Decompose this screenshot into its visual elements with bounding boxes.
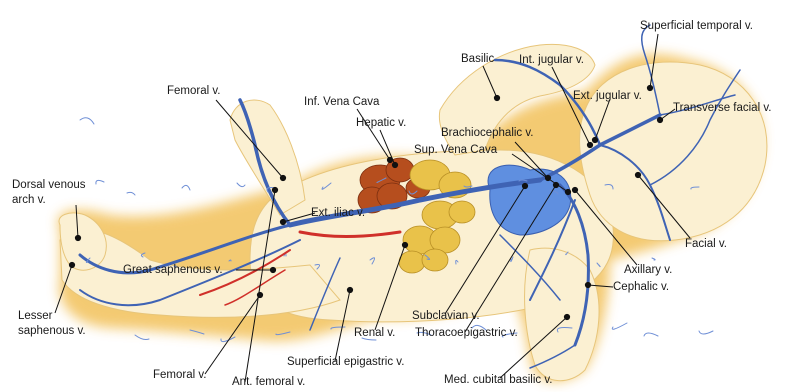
leader-dot bbox=[592, 137, 597, 142]
leader-dot bbox=[392, 162, 397, 167]
venule bbox=[612, 323, 627, 329]
venule bbox=[182, 185, 190, 190]
label-dorsal-venous-arch-1: Dorsal venous bbox=[12, 179, 86, 192]
leader-dot bbox=[585, 282, 590, 287]
leader-dot bbox=[272, 187, 277, 192]
venule bbox=[237, 183, 245, 187]
label-sup-vena-cava: Sup. Vena Cava bbox=[414, 144, 497, 157]
venule bbox=[135, 335, 149, 340]
venule bbox=[699, 331, 713, 334]
leader-dot bbox=[270, 267, 275, 272]
label-renal-v: Renal v. bbox=[354, 327, 395, 340]
leader-dot bbox=[75, 235, 80, 240]
label-brachiocephalic-v: Brachiocephalic v. bbox=[441, 127, 533, 140]
label-ext-jugular-v: Ext. jugular v. bbox=[573, 90, 642, 103]
leader-dot bbox=[69, 262, 74, 267]
leader-dot bbox=[657, 117, 662, 122]
label-femoral-v-top: Femoral v. bbox=[167, 85, 220, 98]
intestine-loop bbox=[449, 201, 475, 223]
venule bbox=[96, 180, 104, 184]
label-superficial-epigastric-v: Superficial epigastric v. bbox=[287, 356, 404, 369]
label-hepatic-v: Hepatic v. bbox=[356, 117, 406, 130]
leader-dot bbox=[565, 189, 570, 194]
venule bbox=[652, 258, 655, 260]
label-superficial-temporal-v: Superficial temporal v. bbox=[640, 20, 753, 33]
label-subclavian-v: Subclavian v. bbox=[412, 310, 480, 323]
label-int-jugular-v: Int. jugular v. bbox=[519, 54, 584, 67]
leader-dot bbox=[635, 172, 640, 177]
leader-dot bbox=[564, 314, 569, 319]
leader-dot bbox=[280, 219, 285, 224]
leader-dot bbox=[494, 95, 499, 100]
leader-dot bbox=[280, 175, 285, 180]
intestine-loop bbox=[399, 251, 425, 273]
label-lesser-saphenous-1: Lesser bbox=[18, 310, 53, 323]
label-ant-femoral-v: Ant. femoral v. bbox=[232, 376, 305, 389]
label-femoral-v-bottom: Femoral v. bbox=[153, 369, 206, 382]
label-thoracoepigastric-v: Thoracoepigastric v. bbox=[415, 327, 518, 340]
label-transverse-facial-v: Transverse facial v. bbox=[673, 102, 771, 115]
label-basilic: Basilic bbox=[461, 53, 494, 66]
venule bbox=[127, 192, 135, 195]
label-cephalic-v: Cephalic v. bbox=[613, 281, 669, 294]
label-dorsal-venous-arch-2: arch v. bbox=[12, 194, 46, 207]
leader-dot bbox=[347, 287, 352, 292]
head bbox=[580, 62, 767, 241]
label-ext-iliac-v: Ext. iliac v. bbox=[311, 207, 365, 220]
leader-dot bbox=[402, 242, 407, 247]
venule bbox=[80, 118, 94, 124]
intestine-loop bbox=[422, 249, 448, 271]
label-facial-v: Facial v. bbox=[685, 238, 727, 251]
leader-dot bbox=[553, 182, 558, 187]
label-lesser-saphenous-2: saphenous v. bbox=[18, 325, 86, 338]
leader-dot bbox=[572, 187, 577, 192]
leader-dot bbox=[647, 85, 652, 90]
label-axillary-v: Axillary v. bbox=[624, 264, 672, 277]
label-inf-vena-cava: Inf. Vena Cava bbox=[304, 96, 379, 109]
label-med-cubital-basilic-v: Med. cubital basilic v. bbox=[444, 374, 552, 387]
venule bbox=[644, 333, 658, 336]
leader-dot bbox=[587, 142, 592, 147]
label-great-saphenous-v: Great saphenous v. bbox=[123, 264, 223, 277]
leader-dot bbox=[522, 183, 527, 188]
